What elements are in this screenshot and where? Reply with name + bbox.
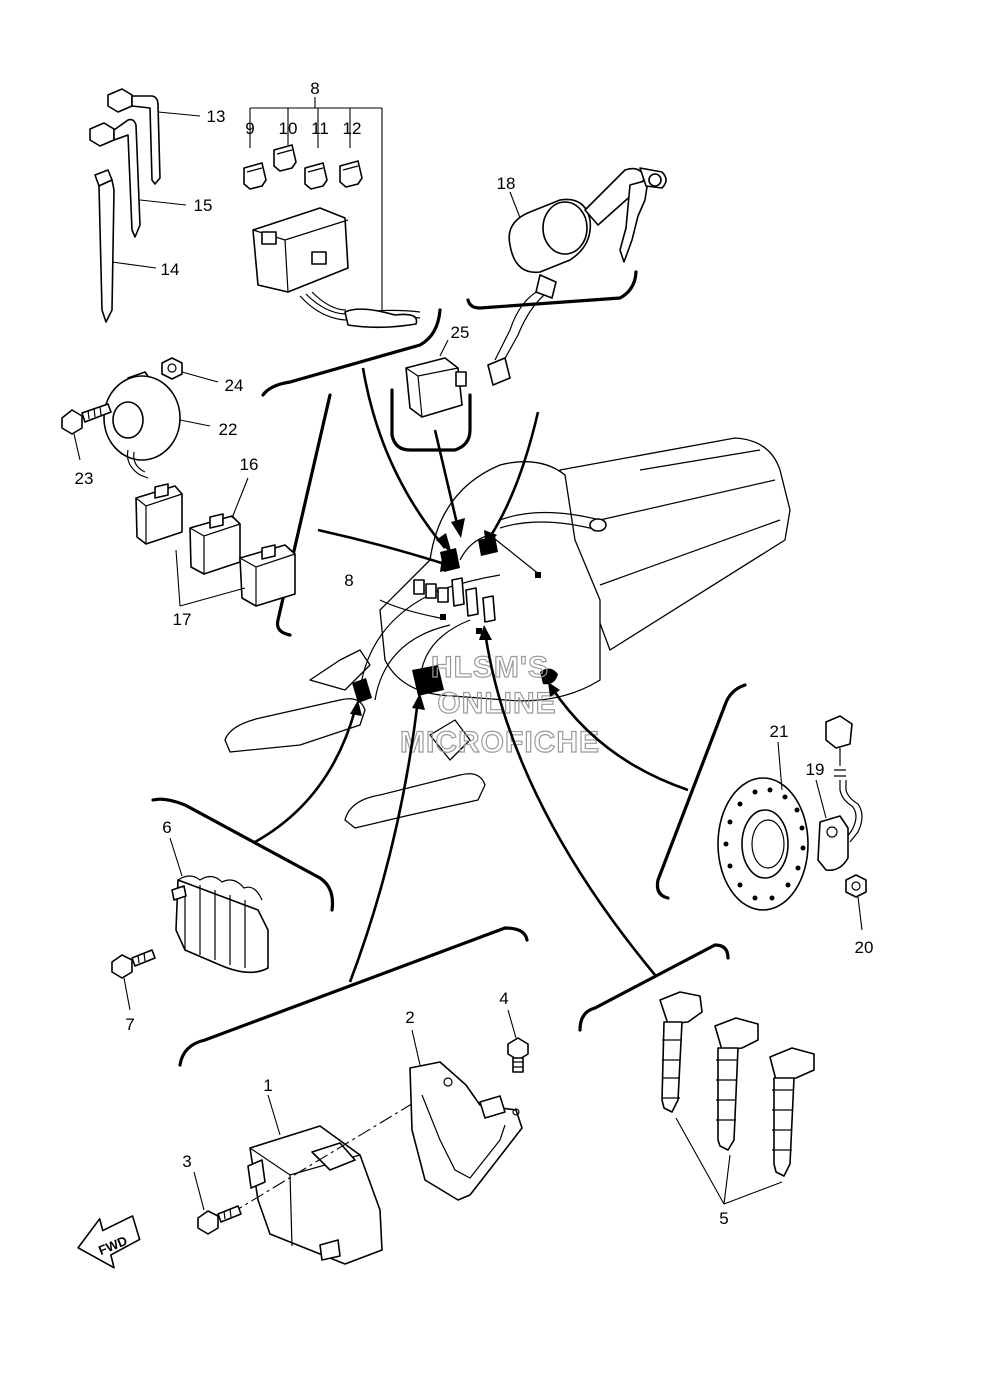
relay-25 [405,339,467,418]
callout-19: 19 [806,760,825,779]
relay-c [239,544,296,607]
callout-21: 21 [770,722,789,741]
relay-a [135,483,183,545]
callout-5: 5 [719,1209,728,1228]
callout-14: 14 [161,260,180,279]
snowmobile-chassis [224,437,791,829]
callout-23: 23 [75,469,94,488]
callout-7: 7 [125,1015,134,1034]
buzzer-assembly [61,357,219,479]
bolt-23 [61,403,112,461]
bolt-4 [507,1009,529,1073]
callout-4: 4 [499,989,508,1008]
rectifier-regulator [111,837,269,1011]
bracket-2 [409,1029,523,1201]
fuse-box-body [252,207,421,329]
callout-18: 18 [497,174,516,193]
callout-16: 16 [240,455,259,474]
fuse-12 [339,160,363,188]
callout-8-mid: 8 [344,571,353,590]
callout-10: 10 [279,119,298,138]
cdi-assembly [193,1009,529,1265]
watermark-line-3: MICROFICHE [400,726,600,759]
callout-13: 13 [207,107,226,126]
nut-24 [161,357,219,383]
group-brackets [151,270,747,1067]
ignition-coils [659,991,815,1205]
bolt-3 [193,1171,242,1235]
fuse-11 [304,162,328,190]
fwd-arrow-icon: FWD [77,1215,141,1269]
cable-tie-14 [94,169,157,323]
fuse-box-assembly [243,97,421,329]
callout-11: 11 [311,119,329,138]
bolt-7 [111,949,156,1011]
ignition-switch [487,167,667,386]
buzzer-22 [103,371,211,479]
rotor-21 [717,741,809,911]
fuse-9 [243,162,267,190]
nut-20 [845,874,867,931]
callout-20: 20 [855,938,874,957]
leader-arrows [254,367,689,983]
callout-24: 24 [225,376,244,395]
callout-labels: 8 9 10 11 12 13 15 14 18 25 24 22 23 16 … [75,79,874,1228]
cable-tie-15 [89,118,187,238]
ignition-coil-b [714,1017,759,1151]
cable-tie-13 [107,88,201,185]
fuse-10 [273,144,297,172]
cable-ties [89,88,201,323]
ignition-coil-c [769,1047,815,1177]
pickup-assembly [717,715,867,931]
callout-17: 17 [173,610,192,629]
callout-2: 2 [405,1008,414,1027]
relay-group [135,477,296,607]
callout-12: 12 [343,119,362,138]
callout-3: 3 [182,1152,191,1171]
callout-25: 25 [451,323,470,342]
callout-22: 22 [219,420,238,439]
callout-1: 1 [263,1076,272,1095]
callout-9: 9 [245,119,254,138]
cdi-unit-1 [247,1094,383,1265]
callout-15: 15 [194,196,213,215]
sensor-19 [815,715,863,872]
ignition-coil-a [659,991,703,1113]
callout-8-top: 8 [310,79,319,98]
relay-b [189,513,241,575]
callout-6: 6 [162,818,171,837]
